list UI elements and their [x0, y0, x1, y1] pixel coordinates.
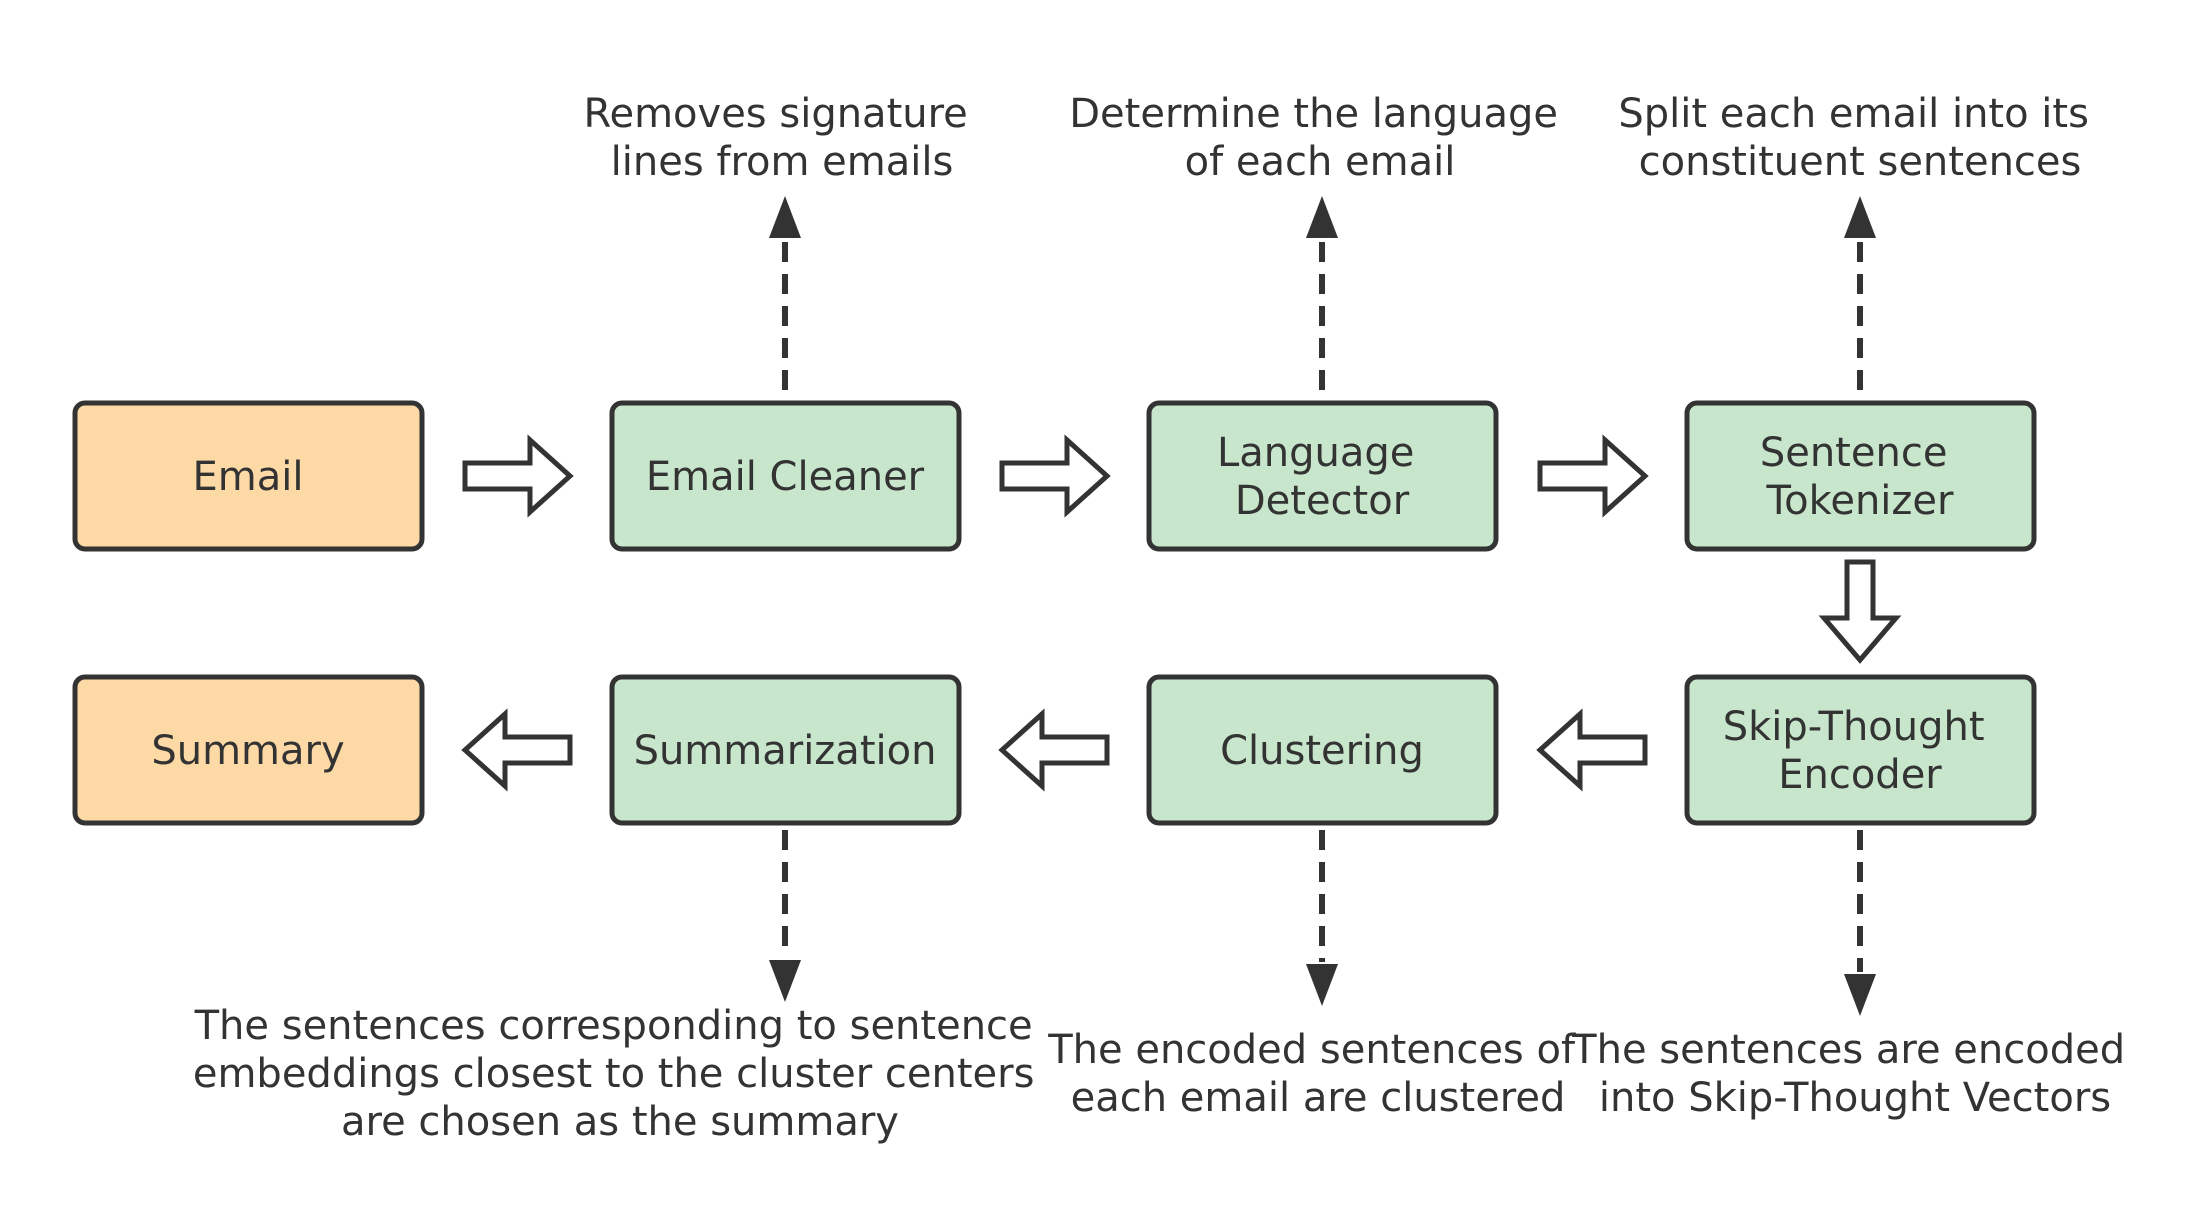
- note-summarization: The sentences corresponding to sentence …: [193, 1003, 1047, 1145]
- note-clustering: The encoded sentences of each email are …: [1047, 1027, 1588, 1121]
- box-summary-shape: [72, 674, 425, 826]
- dashed-arrow-skip-thought-encoder-head: [1844, 974, 1876, 1016]
- box-summarization-label: Summarization: [634, 728, 937, 774]
- flow-arrow-detector-to-tokenizer: [1537, 434, 1649, 518]
- dashed-arrow-email-cleaner: [769, 196, 801, 390]
- dashed-arrow-summarization: [769, 830, 801, 1002]
- box-clustering: Clustering: [1146, 674, 1499, 826]
- flow-arrow-email-to-cleaner: [462, 434, 574, 518]
- box-email-cleaner-label: Email Cleaner: [646, 454, 925, 500]
- box-sentence-tokenizer-label: Sentence Tokenizer: [1760, 430, 1960, 524]
- box-summary: Summary: [72, 674, 425, 826]
- flow-arrow-tokenizer-to-encoder: [1818, 559, 1902, 664]
- note-language-detector: Determine the language of each email: [1069, 91, 1571, 185]
- box-sentence-tokenizer-shape: [1684, 400, 2037, 552]
- box-sentence-tokenizer: Sentence Tokenizer: [1684, 400, 2037, 552]
- box-email-cleaner-shape: [609, 400, 962, 552]
- flow-arrow-clustering-to-summarization: [998, 708, 1110, 792]
- dashed-arrow-clustering-head: [1306, 964, 1338, 1006]
- box-language-detector-label: Language Detector: [1217, 430, 1427, 524]
- box-summarization-shape: [609, 674, 962, 826]
- box-summarization: Summarization: [609, 674, 962, 826]
- box-language-detector-shape: [1146, 400, 1499, 552]
- box-summary-label: Summary: [151, 728, 344, 774]
- box-email-cleaner: Email Cleaner: [609, 400, 962, 552]
- box-clustering-label: Clustering: [1220, 728, 1424, 774]
- dashed-arrow-sentence-tokenizer-head: [1844, 196, 1876, 238]
- note-email-cleaner: Removes signature lines from emails: [583, 91, 980, 185]
- box-clustering-shape: [1146, 674, 1499, 826]
- dashed-arrow-language-detector-head: [1306, 196, 1338, 238]
- dashed-arrow-sentence-tokenizer: [1844, 196, 1876, 390]
- note-sentence-tokenizer: Split each email into its constituent se…: [1618, 91, 2101, 185]
- box-email: Email: [72, 400, 425, 552]
- box-skip-thought-encoder: Skip-Thought Encoder: [1684, 674, 2037, 826]
- flow-arrow-cleaner-to-detector: [999, 434, 1111, 518]
- flow-arrow-summarization-to-summary: [461, 708, 573, 792]
- box-skip-thought-encoder-label: Skip-Thought Encoder: [1723, 704, 1998, 798]
- dashed-arrow-email-cleaner-head: [769, 196, 801, 238]
- dashed-arrow-language-detector: [1306, 196, 1338, 390]
- box-email-label: Email: [193, 454, 304, 500]
- dashed-arrow-summarization-head: [769, 960, 801, 1002]
- dashed-arrow-clustering: [1306, 830, 1338, 1006]
- box-language-detector: Language Detector: [1146, 400, 1499, 552]
- note-skip-thought-encoder: The sentences are encoded into Skip-Thou…: [1571, 1027, 2138, 1121]
- box-email-shape: [72, 400, 425, 552]
- dashed-arrow-skip-thought-encoder: [1844, 830, 1876, 1016]
- box-skip-thought-encoder-shape: [1684, 674, 2037, 826]
- flow-arrow-encoder-to-clustering: [1536, 708, 1648, 792]
